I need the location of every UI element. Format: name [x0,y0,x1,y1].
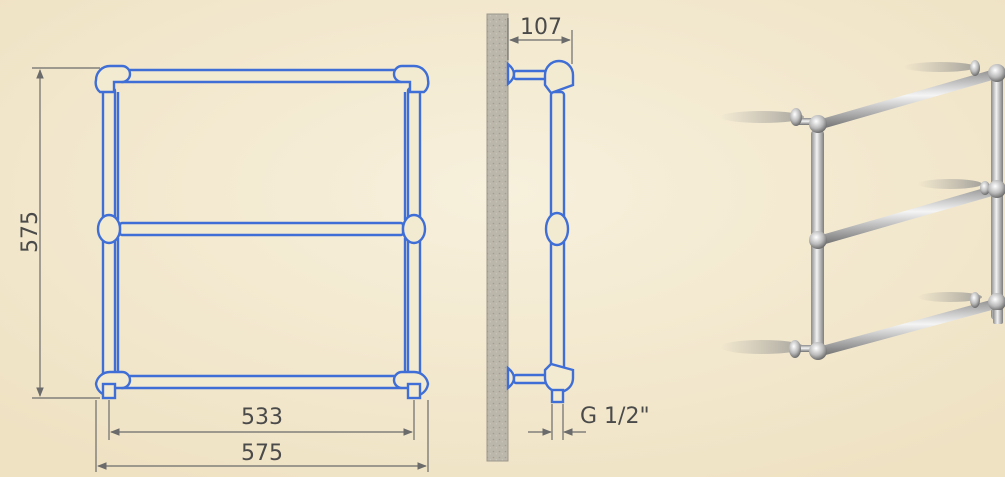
shadow-middle-right [918,179,982,189]
shadow-bottom-left [720,340,804,354]
shadow-top-left [720,111,804,123]
bottom-arm [512,373,550,385]
depth-label: 107 [520,15,562,40]
knob-top-left [809,115,827,133]
flange-top-left [790,108,802,126]
top-left-joint [94,64,132,94]
render-top-rail [818,68,1003,129]
front-view [94,64,430,400]
wall-section [486,13,509,462]
shadow-top-right [904,62,976,72]
flange-bottom-left [789,340,801,358]
outer-width-label: 575 [241,441,283,466]
bottom-side-joint [543,362,575,394]
top-rail [118,68,405,84]
render-bottom-rail [818,298,1003,356]
top-arm [512,69,550,81]
connection-label: G 1/2" [580,404,650,429]
shadow-bottom-right [918,292,982,302]
inner-width-label: 533 [241,405,283,430]
front-dimensions [32,67,429,472]
middle-right-joint [401,213,427,245]
middle-left-joint [96,213,122,245]
knob-top-right [988,64,1005,82]
knob-middle-left [809,231,827,249]
flange-middle-right [980,181,990,195]
height-label: 575 [18,211,43,253]
product-render [720,60,1005,360]
top-right-joint [392,64,430,94]
flange-top-right [970,60,980,76]
middle-side-joint [544,211,570,247]
knob-middle-right [988,180,1005,198]
bottom-rail [118,374,405,390]
side-dimensions [507,18,586,440]
knob-bottom-left [809,342,827,360]
render-middle-rail [818,184,1003,245]
flange-bottom-right [970,292,980,308]
top-side-joint [543,59,575,95]
middle-rail [118,221,405,237]
side-view [506,59,575,404]
knob-bottom-right [988,293,1005,311]
